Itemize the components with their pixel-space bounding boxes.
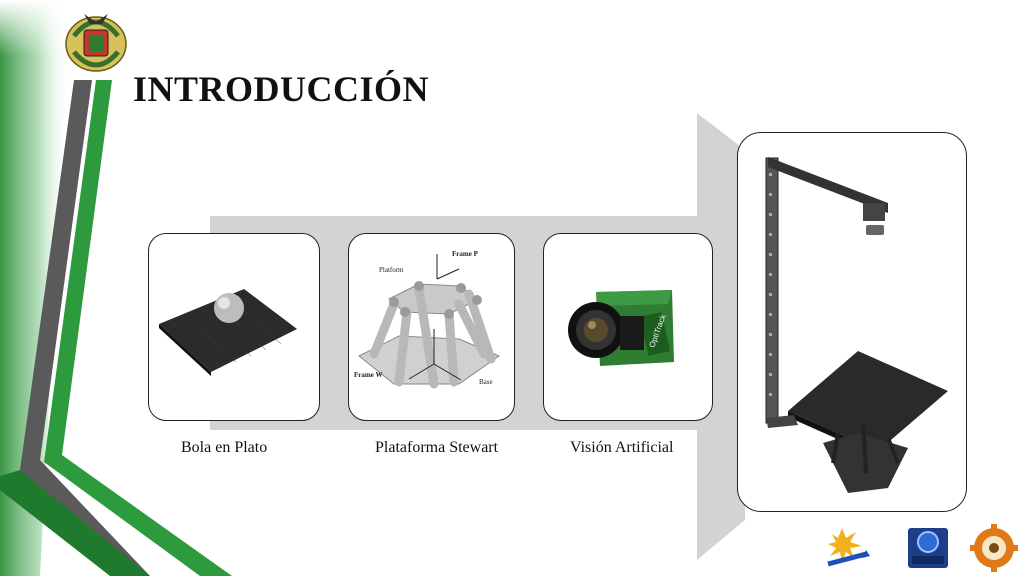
caption-artificial-vision: Visión Artificial [570,439,674,456]
system-assembly-icon [765,157,948,493]
ball-on-plate-icon [159,289,297,376]
green-diagonal-band [44,80,232,576]
university-crest-icon [65,14,127,72]
caption-ball-on-plate: Bola en Plato [181,439,268,456]
diagram-label-frame-w: Frame W [354,371,382,379]
espe-mechatronics-logo-icon [908,528,948,568]
diagram-label-base: Base [479,378,493,386]
concept-card-camera: OptiTrack [543,233,713,421]
caption-stewart-platform: Plataforma Stewart [375,439,499,456]
stewart-platform-diagram-icon: Platform Frame P Frame W Base [354,250,501,389]
system-assembly-card [737,132,967,512]
asme-logo-icon [827,528,870,567]
concept-card-ball-on-plate [148,233,320,421]
gear-seal-logo-icon [970,524,1018,572]
concept-card-stewart-platform: Platform Frame P Frame W Base [348,233,515,421]
diagram-label-frame-p: Frame P [452,250,479,258]
camera-module-icon: OptiTrack [568,290,674,366]
gray-diagonal-band [20,80,150,576]
diagram-label-platform: Platform [379,266,404,274]
slide-title: INTRODUCCIÓN [133,69,430,109]
dark-green-accent [0,470,150,576]
